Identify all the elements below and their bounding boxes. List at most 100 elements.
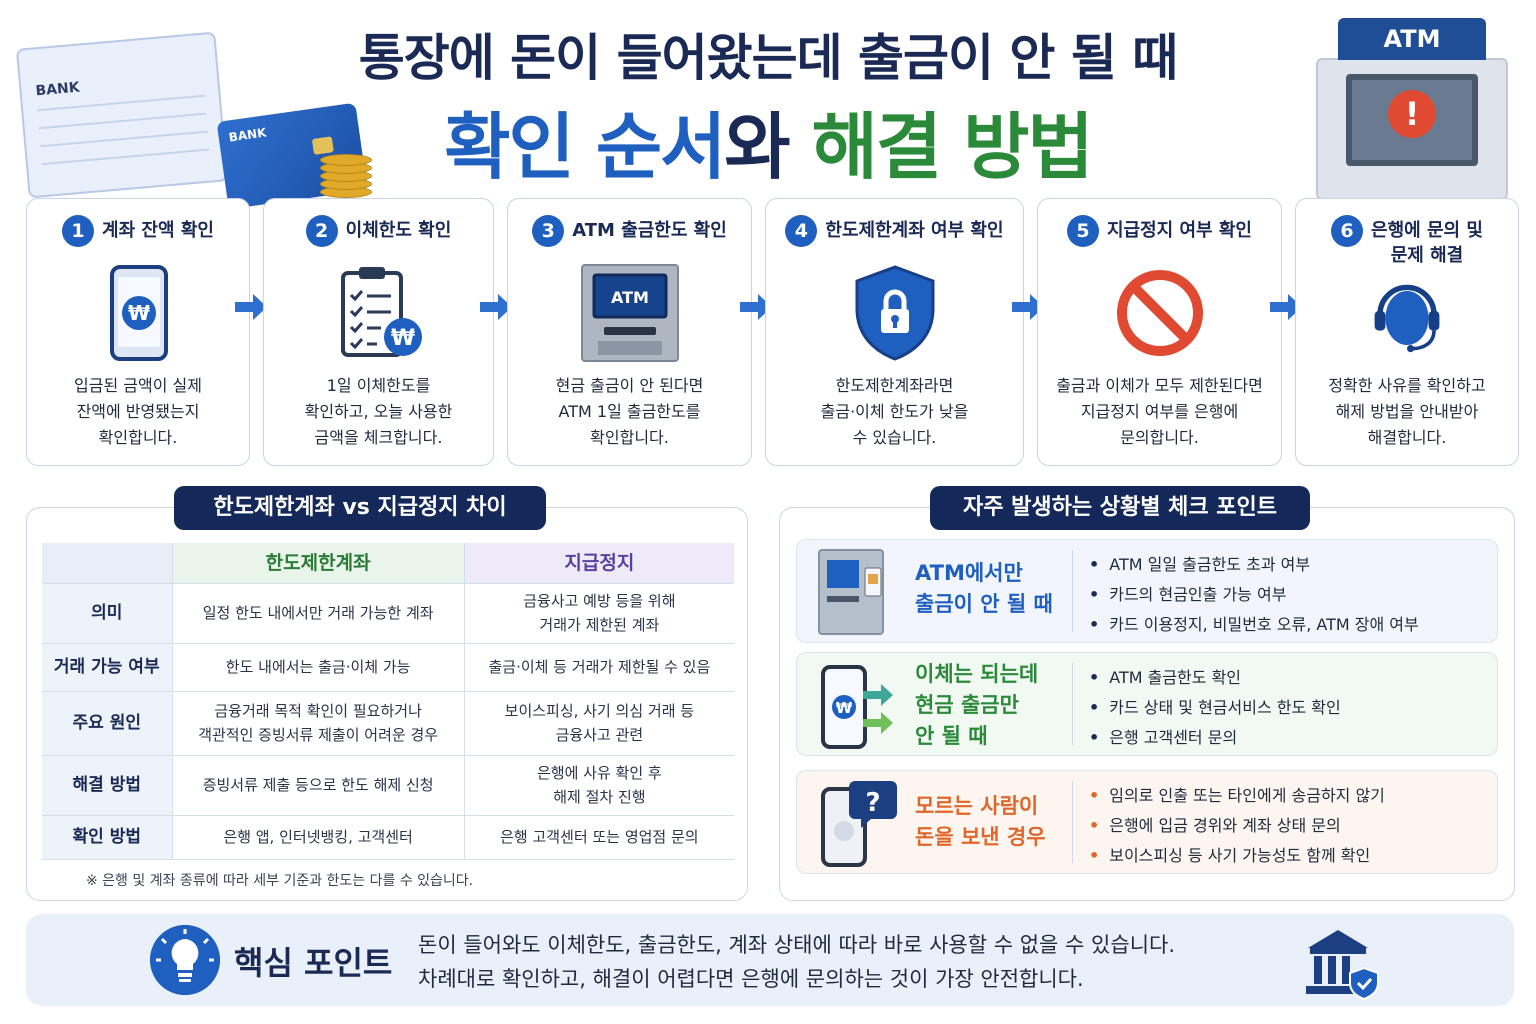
table-row: 의미 일정 한도 내에서만 거래 가능한 계좌 금융사고 예방 등을 위해 거래… — [42, 583, 734, 644]
key-point-line-1: 돈이 들어와도 이체한도, 출금한도, 계좌 상태에 따라 바로 사용할 수 없… — [418, 933, 1176, 957]
situation-card-transfer-ok: ₩ 이체는 되는데 현금 출금만 안 될 때 ATM 출금한도 확인 카드 상태… — [796, 652, 1498, 756]
list-item: 은행 고객센터 문의 — [1089, 723, 1341, 753]
subtitle-part-and: 와 — [724, 105, 790, 189]
page-title: 통장에 돈이 들어왔는데 출금이 안 될 때 — [358, 29, 1178, 87]
payment-stop-cell: 은행 고객센터 또는 영업점 문의 — [463, 815, 734, 860]
row-label: 의미 — [42, 583, 172, 644]
limit-account-cell: 금융거래 목적 확인이 필요하거나 객관적인 증빙서류 제출이 어려운 경우 — [171, 691, 465, 756]
situations-heading: 자주 발생하는 상황별 체크 포인트 — [930, 486, 1310, 530]
table-row: 주요 원인 금융거래 목적 확인이 필요하거나 객관적인 증빙서류 제출이 어려… — [42, 691, 734, 756]
atm-machine-icon: ATM — [580, 264, 679, 362]
payment-stop-cell: 보이스피싱, 사기 의심 거래 등 금융사고 관련 — [463, 691, 734, 756]
list-item: 임의로 인출 또는 타인에게 송금하지 않기 — [1089, 781, 1385, 811]
step-number: 4 — [785, 215, 818, 247]
limit-account-cell: 증빙서류 제출 등으로 한도 해제 신청 — [171, 755, 465, 816]
phone-transfer-icon: ₩ — [821, 665, 893, 749]
step-title: 한도제한계좌 여부 확인 — [825, 220, 1004, 241]
list-item: 보이스피싱 등 사기 가능성도 함께 확인 — [1089, 841, 1385, 871]
key-point-bar: 핵심 포인트 돈이 들어와도 이체한도, 출금한도, 계좌 상태에 따라 바로 … — [26, 914, 1514, 1006]
phone-question-icon: ? — [821, 781, 897, 867]
step-title: ATM 출금한도 확인 — [572, 220, 727, 241]
list-item: 카드 이용정지, 비밀번호 오류, ATM 장애 여부 — [1089, 610, 1419, 640]
clipboard-checklist-icon: ₩ — [340, 267, 422, 357]
arrow-right-icon — [480, 294, 512, 320]
exclamation-icon: ! — [1388, 90, 1436, 138]
step-card-3: 3 ATM 출금한도 확인 ATM 현금 출금이 안 된다면 ATM 1일 출금한… — [507, 198, 752, 466]
table-header-row: 한도제한계좌 지급정지 — [42, 543, 734, 584]
step-number: 3 — [532, 215, 565, 247]
atm-header-label: ATM — [1338, 18, 1486, 60]
svg-text:₩: ₩ — [836, 699, 853, 717]
step-number: 2 — [305, 215, 338, 247]
step-card-4: 4 한도제한계좌 여부 확인 한도제한계좌라면 출금·이체 한도가 낮을 수 있습… — [765, 198, 1024, 466]
prohibited-icon — [1116, 270, 1203, 356]
step-description: 1일 이체한도를 확인하고, 오늘 사용한 금액을 체크합니다. — [304, 376, 453, 447]
footnote: ※ 은행 및 계좌 종류에 따라 세부 기준과 한도는 다를 수 있습니다. — [86, 873, 474, 889]
list-item: ATM 일일 출금한도 초과 여부 — [1089, 550, 1419, 580]
headset-agent-icon — [1374, 284, 1440, 353]
step-number: 6 — [1331, 215, 1364, 247]
step-number: 5 — [1066, 215, 1099, 247]
payment-stop-cell: 은행에 사유 확인 후 해제 절차 진행 — [463, 755, 734, 816]
step-description: 출금과 이체가 모두 제한된다면 지급정지 여부를 은행에 문의합니다. — [1056, 376, 1263, 447]
key-point-label: 핵심 포인트 — [234, 944, 393, 982]
table-header-payment-stop: 지급정지 — [463, 543, 734, 584]
checkpoint-list: 임의로 인출 또는 타인에게 송금하지 않기 은행에 입금 경위와 계좌 상태 … — [1089, 781, 1385, 871]
comparison-heading: 한도제한계좌 vs 지급정지 차이 — [174, 486, 546, 530]
list-item: 카드 상태 및 현금서비스 한도 확인 — [1089, 693, 1341, 723]
row-label: 거래 가능 여부 — [42, 643, 172, 692]
step-card-1: 1 계좌 잔액 확인 ₩ 입금된 금액이 실제 잔액에 반영됐는지 확인합니다. — [26, 198, 250, 466]
payment-stop-cell: 출금·이체 등 거래가 제한될 수 있음 — [463, 643, 734, 692]
situation-card-atm-only: ATM에서만 출금이 안 될 때 ATM 일일 출금한도 초과 여부 카드의 현… — [796, 539, 1498, 643]
subtitle-part-solution: 해결 방법 — [811, 105, 1094, 189]
bank-building-icon — [1306, 930, 1379, 1000]
phone-won-icon: ₩ — [110, 265, 168, 361]
table-header-empty — [42, 543, 172, 584]
page-subtitle: 확인 순서와 해결 방법 — [0, 88, 1536, 193]
atm-screen-label: ATM — [611, 288, 649, 307]
step-card-5: 5 지급정지 여부 확인 출금과 이체가 모두 제한된다면 지급정지 여부를 은행… — [1037, 198, 1282, 466]
row-label: 확인 방법 — [42, 815, 172, 860]
limit-account-cell: 한도 내에서는 출금·이체 가능 — [171, 643, 465, 692]
table-row: 확인 방법 은행 앱, 인터넷뱅킹, 고객센터 은행 고객센터 또는 영업점 문… — [42, 815, 734, 860]
step-description: 정확한 사유를 확인하고 해제 방법을 안내받아 해결합니다. — [1328, 376, 1486, 447]
payment-stop-cell: 금융사고 예방 등을 위해 거래가 제한된 계좌 — [463, 583, 734, 644]
atm-card-icon — [818, 549, 884, 635]
list-item: ATM 출금한도 확인 — [1089, 663, 1341, 693]
step-description: 현금 출금이 안 된다면 ATM 1일 출금한도를 확인합니다. — [555, 376, 704, 447]
step-description: 한도제한계좌라면 출금·이체 한도가 낮을 수 있습니다. — [820, 376, 969, 447]
situation-title: ATM에서만 출금이 안 될 때 — [915, 561, 1053, 616]
step-number: 1 — [62, 215, 95, 247]
checkpoint-list: ATM 출금한도 확인 카드 상태 및 현금서비스 한도 확인 은행 고객센터 … — [1089, 663, 1341, 753]
coins-icon — [320, 150, 372, 198]
situation-card-unknown-sender: ? 모르는 사람이 돈을 보낸 경우 임의로 인출 또는 타인에게 송금하지 않… — [796, 770, 1498, 874]
situation-title: 이체는 되는데 현금 출금만 안 될 때 — [915, 662, 1039, 748]
row-label: 주요 원인 — [42, 691, 172, 756]
arrow-right-icon — [235, 294, 267, 320]
step-title: 지급정지 여부 확인 — [1106, 220, 1252, 241]
row-label: 해결 방법 — [42, 755, 172, 816]
comparison-table: 한도제한계좌 지급정지 의미 일정 한도 내에서만 거래 가능한 계좌 금융사고… — [42, 543, 734, 860]
list-item: 은행에 입금 경위와 계좌 상태 문의 — [1089, 811, 1385, 841]
svg-text:₩: ₩ — [390, 326, 414, 351]
step-description: 입금된 금액이 실제 잔액에 반영됐는지 확인합니다. — [74, 376, 202, 447]
arrow-right-icon — [1012, 294, 1044, 320]
table-row: 거래 가능 여부 한도 내에서는 출금·이체 가능 출금·이체 등 거래가 제한… — [42, 643, 734, 692]
table-row: 해결 방법 증빙서류 제출 등으로 한도 해제 신청 은행에 사유 확인 후 해… — [42, 755, 734, 816]
subtitle-part-check-order: 확인 순서 — [444, 105, 726, 189]
step-title: 계좌 잔액 확인 — [102, 220, 214, 241]
table-header-limit-account: 한도제한계좌 — [171, 543, 465, 584]
step-title: 이체한도 확인 — [345, 220, 452, 241]
svg-text:₩: ₩ — [128, 301, 150, 325]
limit-account-cell: 일정 한도 내에서만 거래 가능한 계좌 — [171, 583, 465, 644]
shield-lock-icon — [855, 265, 934, 361]
key-point-text: 돈이 들어와도 이체한도, 출금한도, 계좌 상태에 따라 바로 사용할 수 없… — [418, 928, 1175, 996]
lightbulb-icon — [150, 925, 220, 995]
key-point-line-2: 차례대로 확인하고, 해결이 어렵다면 은행에 문의하는 것이 가장 안전합니다… — [418, 967, 1084, 991]
svg-text:?: ? — [865, 788, 880, 818]
list-item: 카드의 현금인출 가능 여부 — [1089, 580, 1419, 610]
arrow-right-icon — [740, 294, 772, 320]
checkpoint-list: ATM 일일 출금한도 초과 여부 카드의 현금인출 가능 여부 카드 이용정지… — [1089, 550, 1419, 640]
step-card-2: 2 이체한도 확인 ₩ 1일 이체한도를 확인하고, 오늘 사용한 금액을 체크합… — [263, 198, 494, 466]
